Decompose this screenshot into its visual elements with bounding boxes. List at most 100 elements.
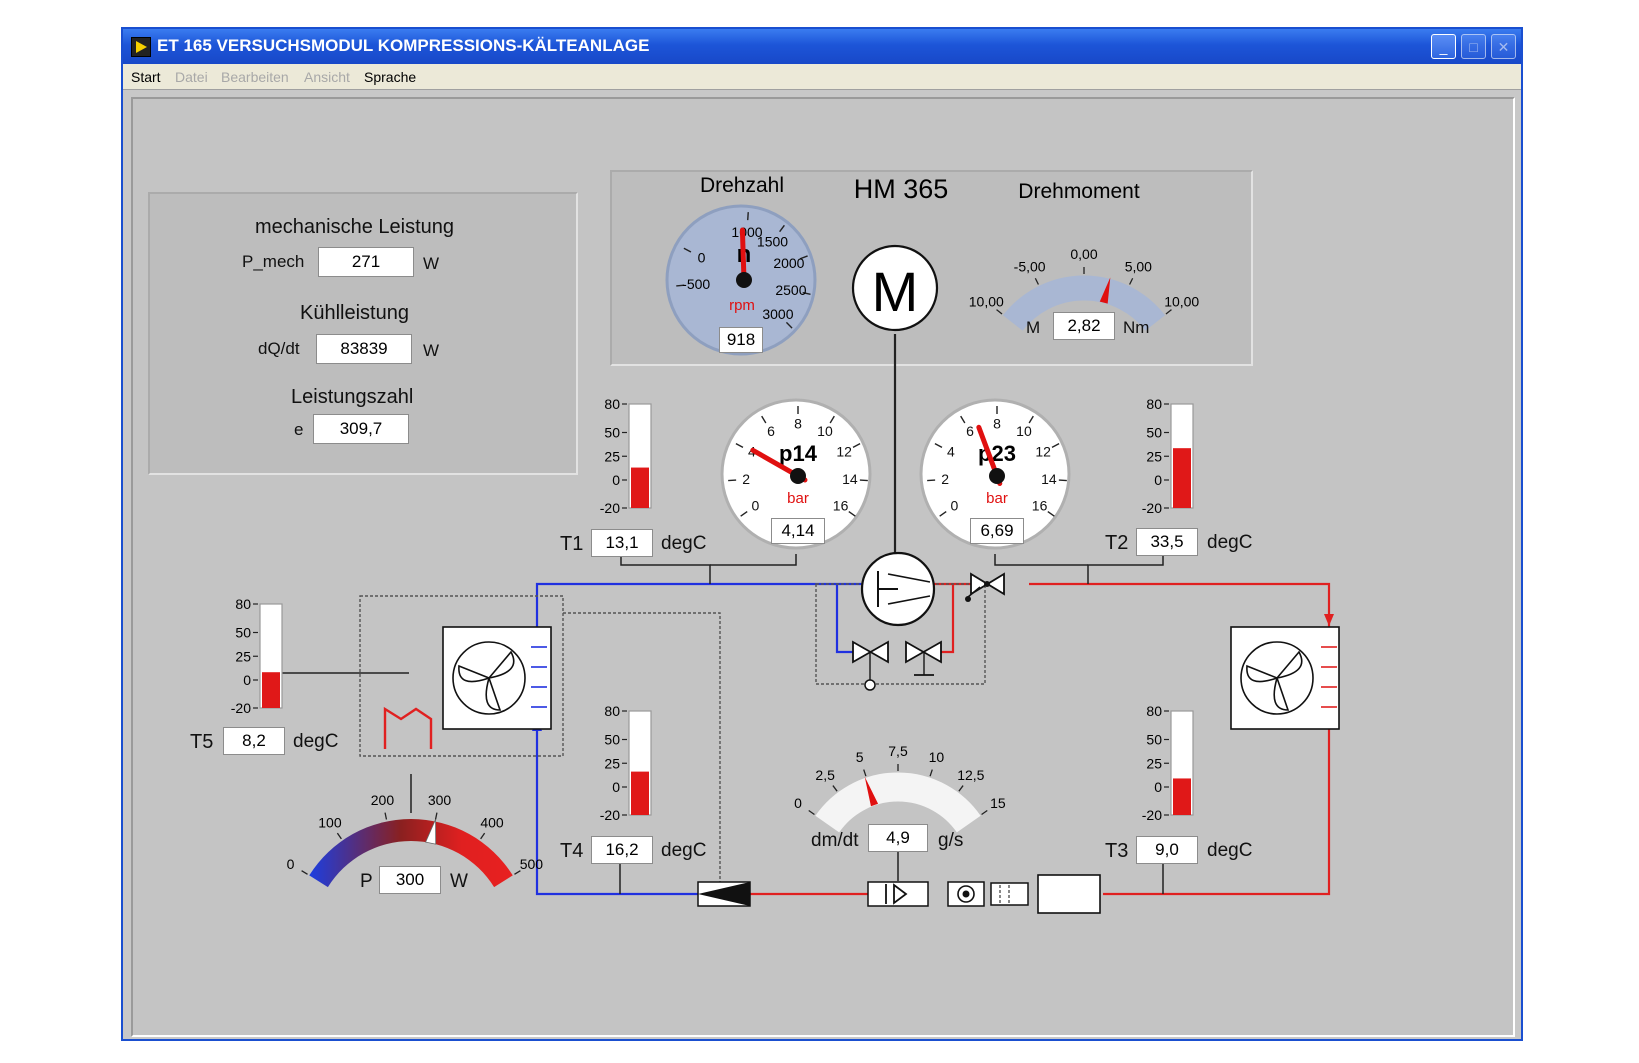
thermometer-tick-label: -20 (600, 807, 620, 823)
dq-unit: W (423, 341, 440, 360)
rpm-needle-hub (736, 272, 752, 288)
thermometer-tick-label: 25 (604, 755, 620, 771)
flow-label: dm/dt (811, 830, 859, 851)
p14-tick (829, 415, 835, 424)
thermometer-tick-label: 50 (604, 425, 620, 441)
minimize-button[interactable]: _ (1431, 34, 1456, 59)
menu-sprache[interactable]: Sprache (364, 69, 417, 85)
p23-tick-label: 10 (1016, 423, 1032, 439)
flow-tick (832, 785, 838, 792)
thermometer-tick-label: -20 (231, 700, 251, 716)
torque-tick-label: 0,00 (1070, 246, 1097, 262)
torque-tick (1165, 309, 1172, 315)
t2-value: 33,5 (1136, 528, 1198, 556)
flow-tick (981, 809, 988, 816)
mech-power-title: mechanische Leistung (255, 216, 455, 238)
cold-line-suction (535, 582, 871, 896)
bypass-valve-left (852, 640, 889, 691)
t2-label: T2 (1105, 532, 1129, 554)
p23-tick-label: 4 (947, 444, 955, 460)
t1-value: 13,1 (591, 529, 653, 557)
torque-tick-label: 10,00 (1164, 294, 1199, 310)
heater-tick (384, 812, 388, 820)
thermometer-t4-fill (631, 771, 649, 815)
t4-value: 16,2 (591, 836, 653, 864)
rpm-tick (779, 224, 785, 233)
flow-tick-label: 0 (794, 795, 802, 811)
thermometer-tick-label: 50 (604, 732, 620, 748)
cop-title: Leistungszahl (291, 386, 414, 408)
cold-line-bypass (835, 584, 853, 654)
thermometer-tick-label: 25 (1146, 448, 1162, 464)
thermometer-tick-label: -20 (600, 500, 620, 516)
thermometer-tick-label: 25 (235, 648, 251, 664)
t1-label: T1 (560, 533, 584, 555)
thermometer-tick-label: -20 (1142, 807, 1162, 823)
menu-ansicht[interactable]: Ansicht (304, 69, 350, 85)
p14-symbol: p14 (779, 441, 818, 466)
sight-glass-icon (947, 881, 985, 907)
p14-tick (761, 415, 767, 424)
t3-label: T3 (1105, 840, 1129, 862)
heater-coil (383, 706, 433, 749)
flow-unit: g/s (938, 830, 964, 851)
rpm-tick (802, 291, 811, 295)
torque-value: 2,82 (1053, 312, 1115, 340)
p14-tick-label: 14 (842, 471, 858, 487)
menu-bearbeiten[interactable]: Bearbeiten (221, 69, 289, 85)
heater-gauge-arc (309, 819, 513, 888)
heater-tick (434, 812, 438, 820)
menu-datei[interactable]: Datei (175, 69, 208, 85)
thermometer-tick-label: 50 (1146, 425, 1162, 441)
close-button[interactable]: ✕ (1491, 34, 1516, 59)
bypass-box (815, 583, 986, 685)
tap-t1 (620, 556, 711, 584)
p-mech-label: P_mech (242, 252, 305, 271)
hm-title: HM 365 (854, 174, 949, 204)
heater-tick (301, 870, 308, 875)
torque-symbol: M (1026, 318, 1041, 337)
p23-tick-label: 6 (966, 423, 974, 439)
p23-tick (1058, 479, 1067, 482)
cooling-power-title: Kühlleistung (300, 302, 409, 324)
flow-tick-label: 5 (856, 749, 864, 765)
p23-unit: bar (986, 490, 1008, 507)
schematic-svg: M (231, 174, 1340, 914)
t3-unit: degC (1207, 840, 1253, 861)
heater-tick-label: 100 (318, 814, 342, 830)
thermometer-tick-label: 50 (235, 625, 251, 641)
thermometer-tick-label: 0 (612, 472, 620, 488)
heater-tick-label: 400 (480, 814, 504, 830)
heater-tick-label: 200 (371, 792, 395, 808)
p14-tick-label: 12 (836, 444, 852, 460)
thermometer-tick-label: 0 (612, 779, 620, 795)
rpm-tick-label: 2500 (775, 282, 806, 298)
thermometer-tick-label: 80 (604, 396, 620, 412)
rpm-tick-label: 0 (698, 250, 706, 266)
torque-tick-label: -5,00 (1014, 259, 1046, 275)
heater-value: 300 (379, 866, 441, 894)
t4-label: T4 (560, 840, 584, 862)
p14-tick (735, 443, 744, 448)
evaporator-fan-unit (442, 626, 552, 730)
maximize-button[interactable]: □ (1461, 34, 1486, 59)
p14-needle-hub (790, 468, 806, 484)
thermometer-t3-fill (1173, 778, 1191, 815)
p23-tick-label: 14 (1041, 471, 1057, 487)
p14-tick (740, 510, 748, 517)
thermometer-tick-label: 0 (1154, 472, 1162, 488)
thermometer-tick-label: 80 (1146, 703, 1162, 719)
rpm-tick (799, 255, 808, 260)
menu-start[interactable]: Start (131, 69, 161, 85)
rpm-unit: rpm (729, 297, 755, 314)
thermometer-tick-label: 80 (235, 596, 251, 612)
